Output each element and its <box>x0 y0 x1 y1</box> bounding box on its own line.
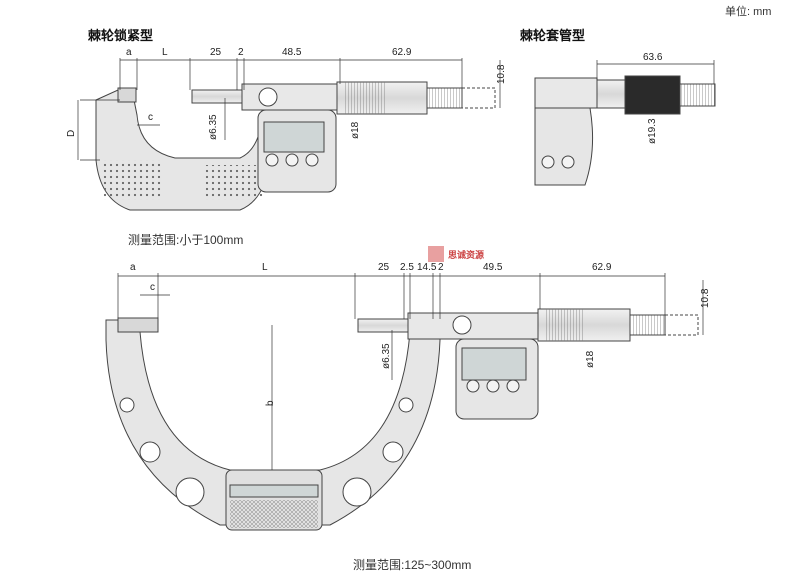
caption-small-range: 测量范围:小于100mm <box>128 233 244 247</box>
dim-top-D: D <box>66 130 77 137</box>
black-thimble <box>624 75 681 115</box>
dim-top-a: a <box>126 47 132 58</box>
lcd-display-small <box>263 121 325 153</box>
dim-top-L: L <box>162 47 168 58</box>
dim-right-63-6: 63.6 <box>643 52 663 63</box>
unit-label: 单位: mm <box>725 6 772 18</box>
dim-bottom-a: a <box>130 262 136 273</box>
dim-top-10-8: 10.8 <box>496 64 507 84</box>
dim-bottom-10-8: 10.8 <box>700 288 711 308</box>
dim-top-c: c <box>148 112 153 123</box>
dim-bottom-2-5: 2.5 <box>400 262 414 273</box>
bottom-dimension-lines <box>117 273 704 470</box>
grip-pad <box>230 500 318 528</box>
thimble-variant <box>534 75 716 186</box>
svg-text:思诚资源: 思诚资源 <box>448 249 484 260</box>
small-micrometer <box>95 81 496 211</box>
dim-right-phi19-3: ø19.3 <box>647 118 658 144</box>
grip-dots-left <box>103 160 163 200</box>
right-dimension-lines <box>596 60 715 84</box>
dim-top-48-5: 48.5 <box>282 47 302 58</box>
dim-bottom-62-9: 62.9 <box>592 262 612 273</box>
dim-bottom-c: c <box>150 282 155 293</box>
dim-top-62-9: 62.9 <box>392 47 412 58</box>
title-ratchet-lock: 棘轮锁紧型 <box>88 28 154 43</box>
dim-bottom-L: L <box>262 262 268 273</box>
lcd-display-large <box>461 347 527 381</box>
large-micrometer <box>105 308 699 531</box>
dim-top-phi6-35: ø6.35 <box>208 114 219 140</box>
watermark: 思诚资源 <box>428 246 484 262</box>
dim-top-phi18: ø18 <box>350 121 361 139</box>
dim-bottom-b: b <box>265 400 276 406</box>
dim-top-25: 25 <box>210 47 222 58</box>
dim-bottom-phi18: ø18 <box>585 350 596 368</box>
top-dimension-lines <box>77 58 501 161</box>
caption-large-range: 测量范围:125~300mm <box>353 558 472 572</box>
title-ratchet-thimble: 棘轮套管型 <box>520 28 586 43</box>
dim-bottom-2: 2 <box>438 262 444 273</box>
dim-bottom-14-5: 14.5 <box>417 262 437 273</box>
grip-dots-right <box>205 165 265 200</box>
dim-bottom-25: 25 <box>378 262 390 273</box>
dim-top-2: 2 <box>238 47 244 58</box>
dim-bottom-phi6-35: ø6.35 <box>381 343 392 369</box>
dim-bottom-49-5: 49.5 <box>483 262 503 273</box>
